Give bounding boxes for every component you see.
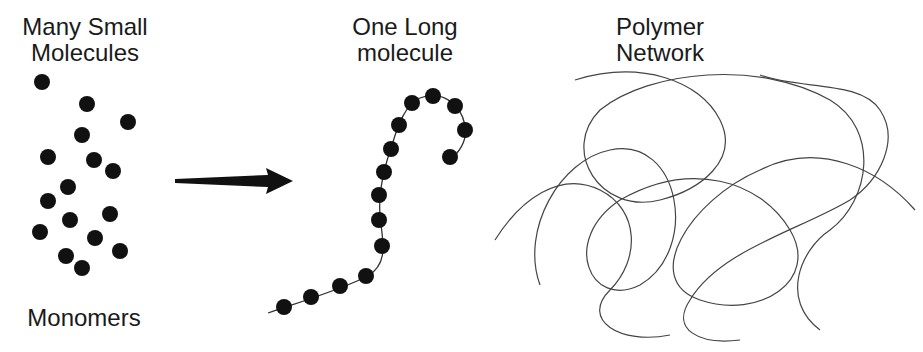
heading-label: One Long molecule	[340, 14, 470, 67]
heading-label: Polymer Network	[600, 14, 720, 67]
monomer-dots	[32, 74, 136, 276]
chain-dots	[276, 88, 473, 315]
polymer-network	[495, 72, 915, 341]
heading-label: Monomers	[4, 305, 164, 331]
heading-label: Many Small Molecules	[5, 14, 165, 67]
chain-backbone	[268, 96, 466, 313]
reaction-arrow	[175, 168, 293, 194]
